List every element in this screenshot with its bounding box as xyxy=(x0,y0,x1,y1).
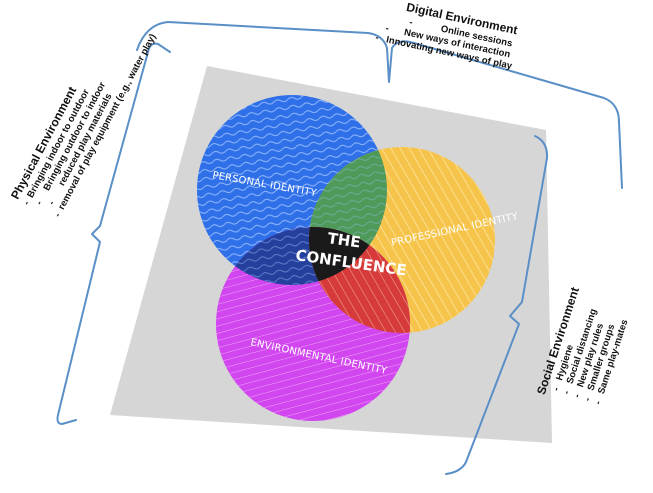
social-bracket xyxy=(445,135,549,475)
digital-bracket xyxy=(136,21,623,189)
overlap-personal-professional xyxy=(309,147,387,285)
physical-bracket xyxy=(56,42,171,425)
confluence-title-line1: THE xyxy=(326,229,361,251)
